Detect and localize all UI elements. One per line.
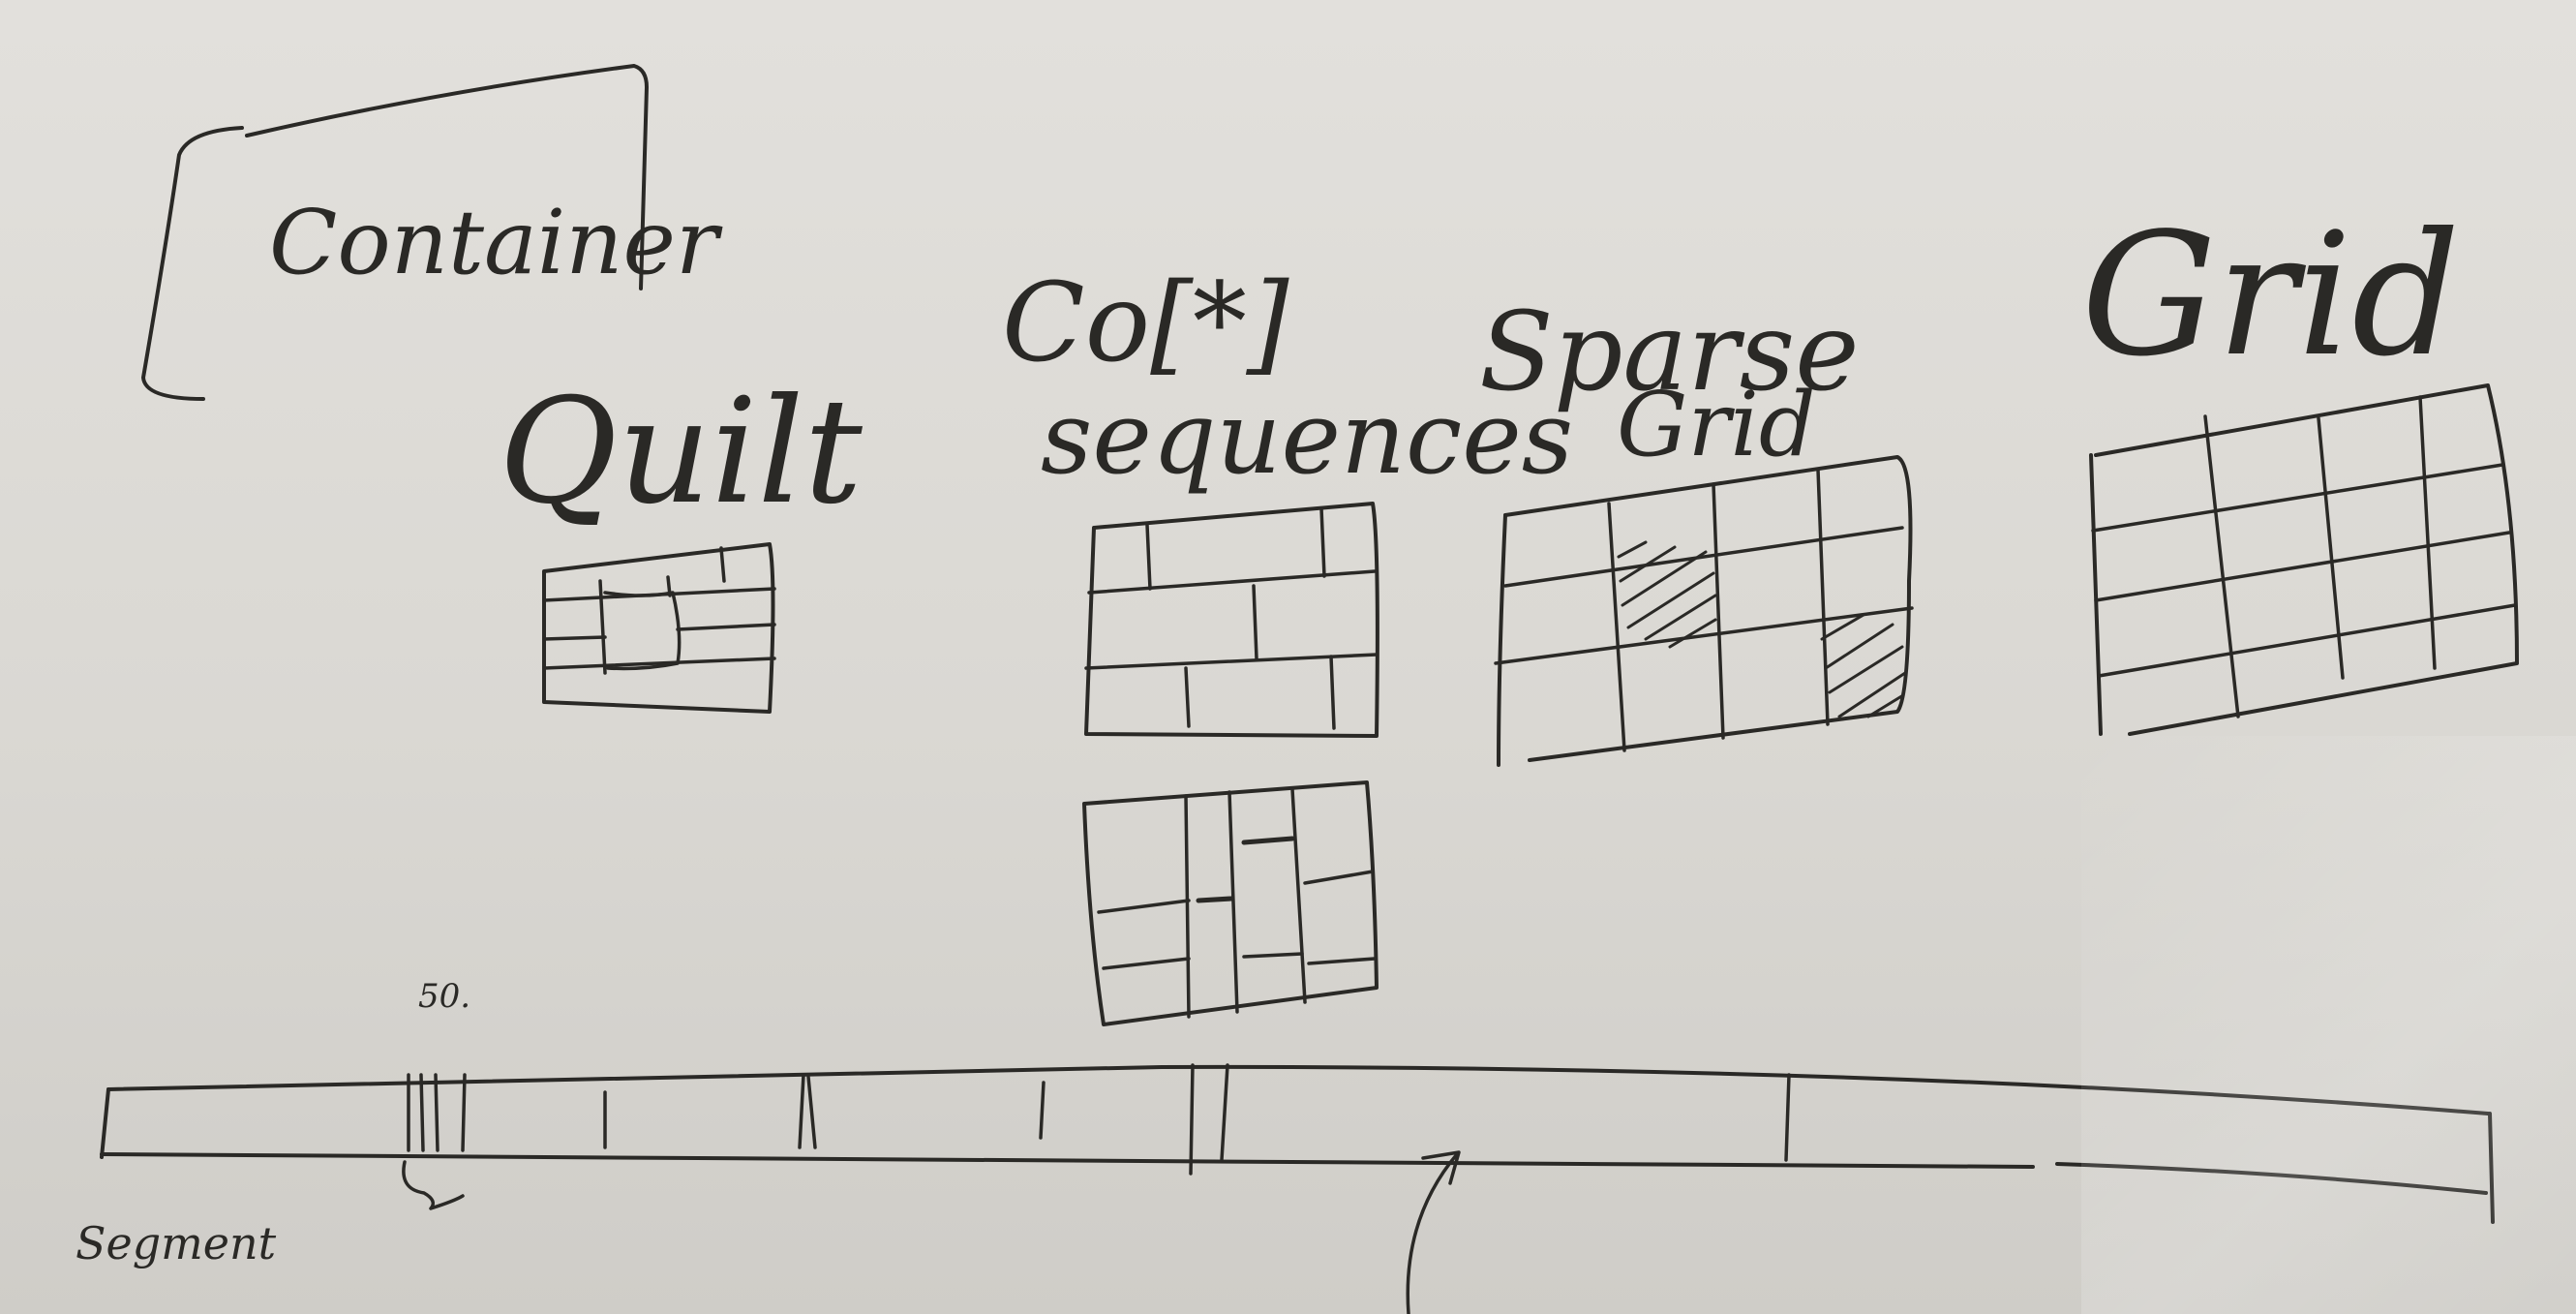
timeline-group: 50. Segment [76,977,2495,1314]
segment-label: Segment [76,1217,277,1269]
sparse-grid-group: Sparse Grid [1479,290,1914,767]
quilt-diagram [542,542,776,714]
grid-diagram [2089,383,2519,736]
container-box: Container [141,64,723,401]
container-label: Container [269,191,723,294]
co-sequences-group: Co[*] sequences [1002,260,1573,1026]
quilt-group: Quilt [499,368,864,714]
pointer-arrow [1406,1150,1461,1314]
sparse-grid-label-bottom: Grid [1617,373,1816,476]
timeline-bar [100,1063,2495,1224]
co-sequences-diagram-rows [1084,502,1379,738]
timeline-small-label: 50. [418,977,470,1016]
sparse-grid-label-top: Sparse [1479,290,1860,415]
hatched-cell-1 [1617,540,1717,649]
co-sequences-diagram-columns [1082,780,1379,1026]
hatched-cell-2 [1820,613,1907,718]
quilt-label: Quilt [499,368,864,536]
sparse-grid-diagram [1494,455,1914,767]
co-sequences-label-top: Co[*] [1002,260,1289,386]
co-sequences-label-bottom: sequences [1041,379,1573,497]
grid-group: Grid [2081,198,2519,736]
grid-label: Grid [2081,198,2460,394]
